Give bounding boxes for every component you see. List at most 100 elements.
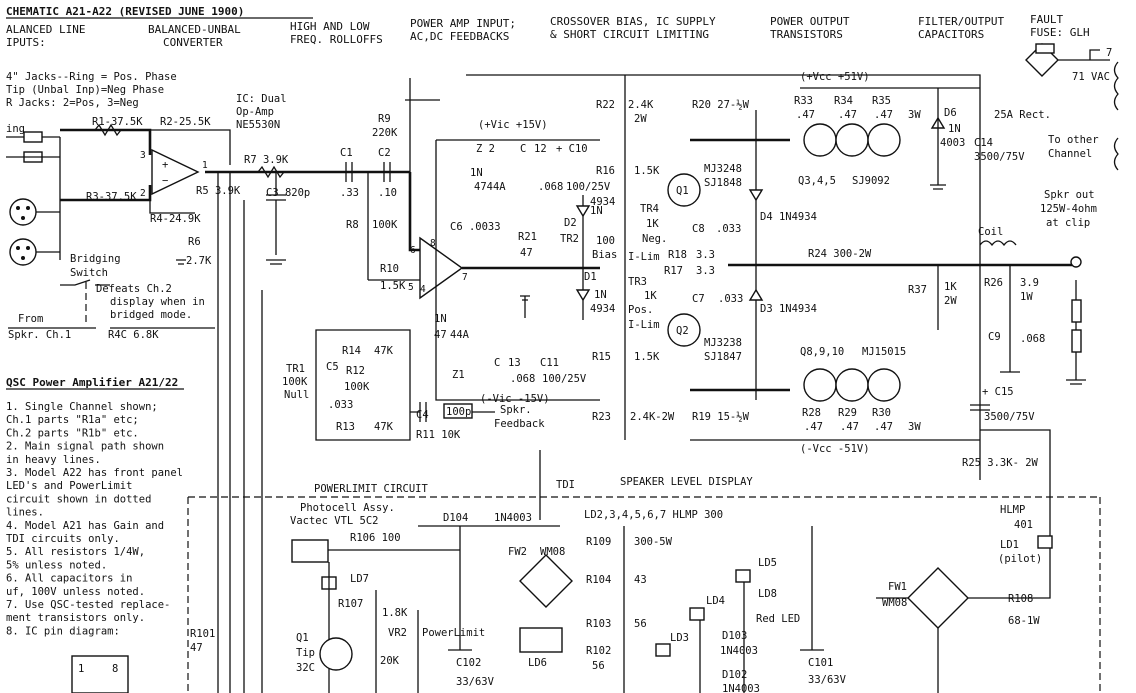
section-crossover-bias: CROSSOVER BIAS, IC SUPPLY: [550, 15, 716, 28]
led-ladder-wires: [699, 582, 745, 693]
z2-label: Z 2: [476, 143, 495, 155]
r15-label: R15: [592, 351, 611, 363]
note-line: lines.: [6, 507, 44, 519]
r33-value: .47: [796, 109, 815, 121]
from-label-2: Spkr. Ch.1: [8, 329, 71, 341]
ic-pin-diagram: [71, 655, 129, 693]
c11-label: C11: [540, 357, 559, 369]
r102-label: R102: [586, 645, 611, 657]
r17-value: 3.3: [696, 265, 715, 277]
r19-label: R19 15-½W: [692, 411, 750, 423]
q8-transistor: [803, 368, 837, 402]
ic-pin7: 7: [462, 272, 468, 283]
c4-label: C4: [416, 409, 429, 421]
driver-section: R22 2.4K 2W R16 1.5K R15 1.5K R23 2.4K-2…: [592, 75, 980, 440]
r15-value: 1.5K: [634, 351, 660, 363]
c9-value: .068: [1020, 333, 1045, 345]
bias-section: (+Vic +15V) Z 2 1N 4744A C 12 .068 + C10…: [434, 74, 981, 480]
r10-value: 1.5K: [380, 280, 406, 292]
tr4-neg: Neg.: [642, 233, 667, 245]
spkr-out-2: 125W-4ohm: [1040, 203, 1097, 215]
z1-label: Z1: [452, 369, 465, 381]
note-line: TDI circuits only.: [6, 533, 120, 545]
fuse-symbol: [1035, 43, 1055, 54]
r16-value: 1.5K: [634, 165, 660, 177]
r109-label: R109: [586, 536, 611, 548]
opamp1-pin2: 2: [140, 188, 146, 199]
note-line: 6. All capacitors in: [6, 573, 132, 585]
note-line: ment transistors only.: [6, 612, 145, 624]
c15-value: 3500/75V: [984, 411, 1035, 423]
c3-label: C3 820p: [266, 187, 310, 199]
tr4-ilim: I-Lim: [628, 251, 660, 263]
tr1-null: Null: [284, 389, 309, 401]
d104-label: D104: [443, 512, 468, 524]
speaker-resistor-1: [1071, 299, 1082, 323]
coil-symbol: [979, 240, 1017, 247]
r18-label: R18: [668, 249, 687, 261]
r11-label: R11 10K: [416, 429, 461, 441]
r1-symbol: [94, 123, 122, 137]
vr2-value: 20K: [380, 655, 400, 667]
ld1-symbol: [1037, 535, 1053, 549]
c7-label: C7: [692, 293, 705, 305]
other-channel-1: To other: [1048, 134, 1099, 146]
pos-rail-outer: [466, 74, 981, 480]
d2-label: D2: [564, 217, 577, 229]
photocell-1: Photocell Assy.: [300, 502, 395, 514]
r26-value: 3.9: [1020, 277, 1039, 289]
tr2-label: TR2: [560, 233, 579, 245]
transformer-winding: [1113, 61, 1119, 111]
r29-value: .47: [840, 421, 859, 433]
d6-value-2: 4003: [940, 137, 965, 149]
bridging-label-1: Bridging: [70, 253, 121, 265]
r23-value: 2.4K-2W: [630, 411, 675, 423]
q1-transistor: [667, 173, 701, 207]
r107-label: R107: [338, 598, 363, 610]
r37-value-2: 2W: [944, 295, 957, 307]
d2-value: 1N: [590, 205, 603, 217]
schematic-title: CHEMATIC A21-A22 (REVISED JUNE 1900): [6, 5, 244, 18]
defeats-2: display when in: [110, 296, 205, 308]
lower-q1-type-2: 32C: [296, 662, 315, 674]
r25-label: R25 3.3K- 2W: [962, 457, 1039, 469]
rect-label: 25A Rect.: [994, 109, 1051, 121]
c15-symbol: [970, 404, 990, 411]
r8-value: 100K: [372, 219, 398, 231]
pin-diagram-8: 8: [112, 663, 118, 675]
r16-label: R16: [596, 165, 615, 177]
section-bal-unbal: BALANCED-UNBAL: [148, 23, 241, 36]
c101-wire: [800, 526, 824, 651]
q4-transistor: [835, 123, 869, 157]
note-line: Ch.1 parts "R1a" etc;: [6, 414, 139, 426]
r1-label: R1-37.5K: [92, 116, 143, 128]
signal-to-ic: [408, 172, 420, 252]
z2-value: 1N: [470, 167, 483, 179]
other-channel-2: Channel: [1048, 148, 1092, 160]
note-line: 2. Main signal path shown: [6, 441, 164, 453]
transformer-winding-2: [1113, 137, 1119, 171]
r26-value-2: 1W: [1020, 291, 1033, 303]
r21-label: R21: [518, 231, 537, 243]
r109-value: 300-5W: [634, 536, 673, 548]
r28-label: R28: [802, 407, 821, 419]
c2-value: .10: [378, 187, 397, 199]
ic-pin8: 8: [430, 238, 436, 249]
c7-value: .033: [718, 293, 743, 305]
section-feedbacks: AC,DC FEEDBACKS: [410, 30, 509, 43]
section-converter: CONVERTER: [163, 36, 223, 49]
driver-to-output: [690, 138, 790, 392]
q1-label: Q1: [676, 185, 689, 197]
input-note-2: Tip (Unbal Inp)=Neg Phase: [6, 84, 164, 96]
vcc-neg-label: (-Vcc -51V): [800, 443, 870, 455]
r26-label: R26: [984, 277, 1003, 289]
d2-value-2: 4934: [590, 196, 615, 208]
note-line: 3. Model A22 has front panel: [6, 467, 183, 479]
r24-label: R24 300-2W: [808, 248, 872, 260]
fw2-value: WM08: [540, 546, 565, 558]
fw1-label: FW1: [888, 581, 907, 593]
section-power-output: POWER OUTPUT: [770, 15, 850, 28]
r35-watts: 3W: [908, 109, 921, 121]
z2-value-2: 4744A: [474, 181, 506, 193]
